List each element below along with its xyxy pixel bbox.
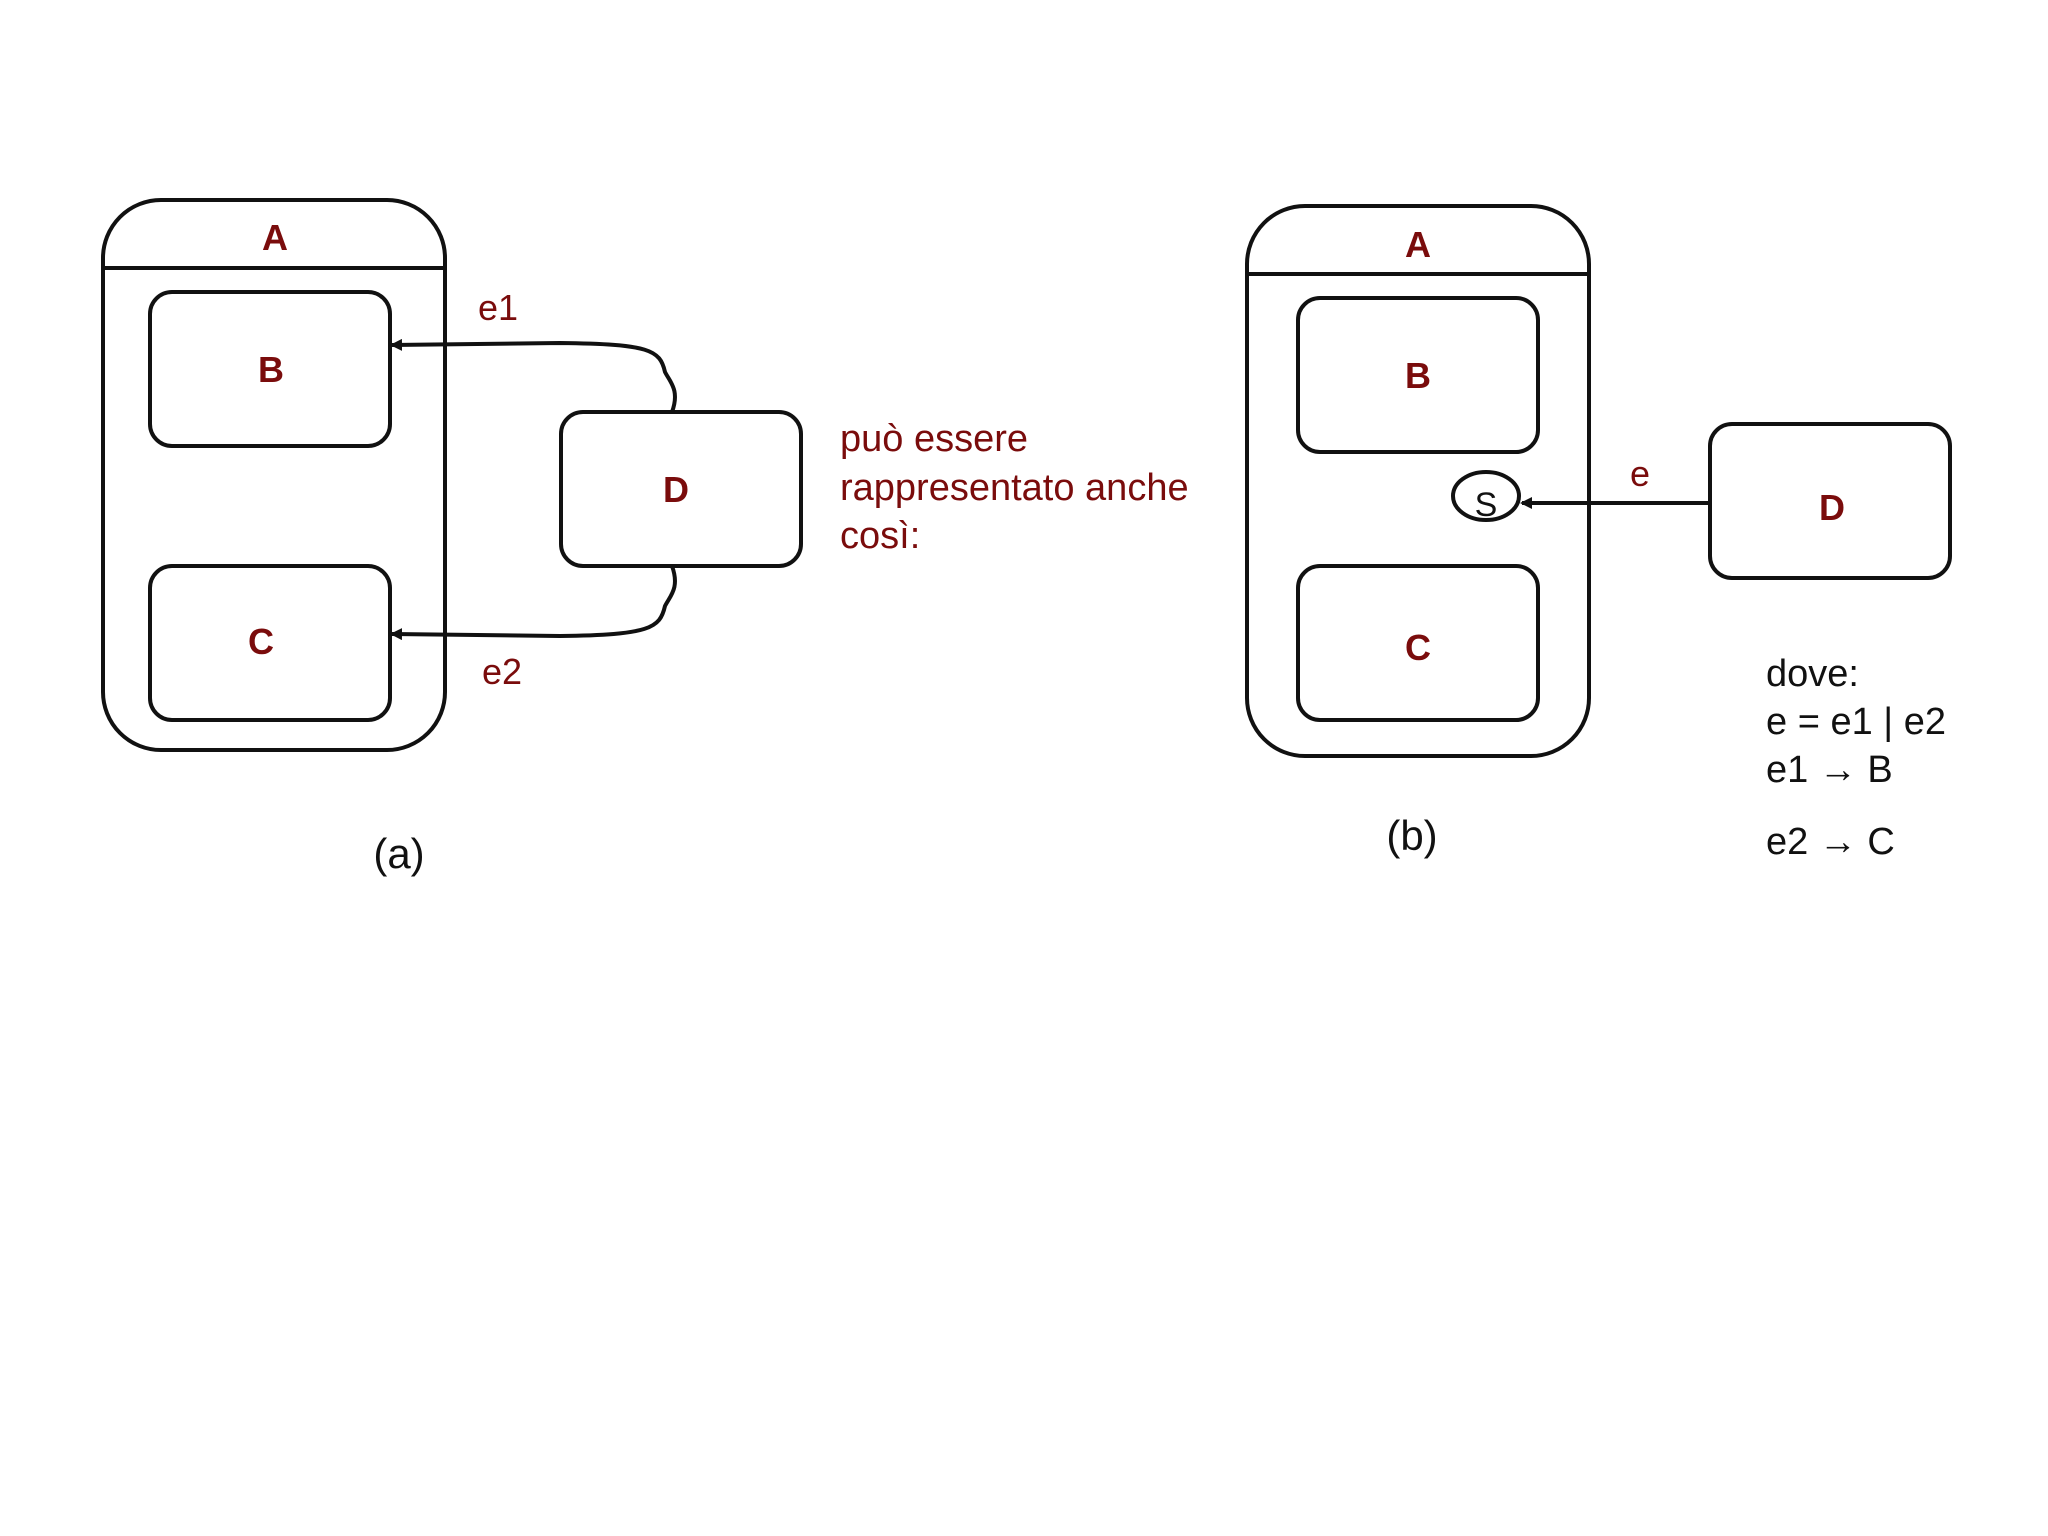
state-a-label: A <box>262 217 288 258</box>
state-c-box-b <box>1296 564 1540 722</box>
event-e2-label: e2 <box>482 651 522 692</box>
transition-e2-arrow <box>390 565 677 641</box>
note-text: può essere rappresentato anche così: <box>840 418 1189 557</box>
state-c-box <box>148 564 392 722</box>
diagram-a: A B C D e1 e2 (a) <box>101 198 803 877</box>
state-c-label-b: C <box>1405 627 1431 668</box>
state-b-box <box>148 290 392 448</box>
state-b-label-b: B <box>1405 355 1431 396</box>
note-line-3: così: <box>840 515 920 557</box>
where-line-4: e2 → C <box>1766 821 1895 863</box>
transition-e1-arrow <box>390 338 677 413</box>
caption-a: (a) <box>373 830 424 877</box>
note-line-1: può essere <box>840 418 1028 460</box>
state-d-box <box>559 410 803 568</box>
state-b-label: B <box>258 349 284 390</box>
selector-s-ellipse <box>1451 470 1521 522</box>
where-line-3: e1 → B <box>1766 749 1893 791</box>
event-e1-label: e1 <box>478 287 518 328</box>
where-line-2: e = e1 | e2 <box>1766 701 1946 743</box>
event-e-label: e <box>1630 453 1650 494</box>
state-c-label: C <box>248 621 274 662</box>
state-d-label: D <box>663 469 689 510</box>
where-block: dove: e = e1 | e2 e1 → B e2 → C <box>1766 653 1946 863</box>
state-d-label-b: D <box>1819 487 1845 528</box>
state-a-label-b: A <box>1405 224 1431 265</box>
state-b-box-b <box>1296 296 1540 454</box>
caption-b: (b) <box>1386 812 1437 859</box>
where-line-1: dove: <box>1766 653 1859 695</box>
note-line-2: rappresentato anche <box>840 467 1189 509</box>
selector-s-label: S <box>1475 486 1498 524</box>
diagram-b: A B C S D e (b) <box>1245 204 1952 859</box>
